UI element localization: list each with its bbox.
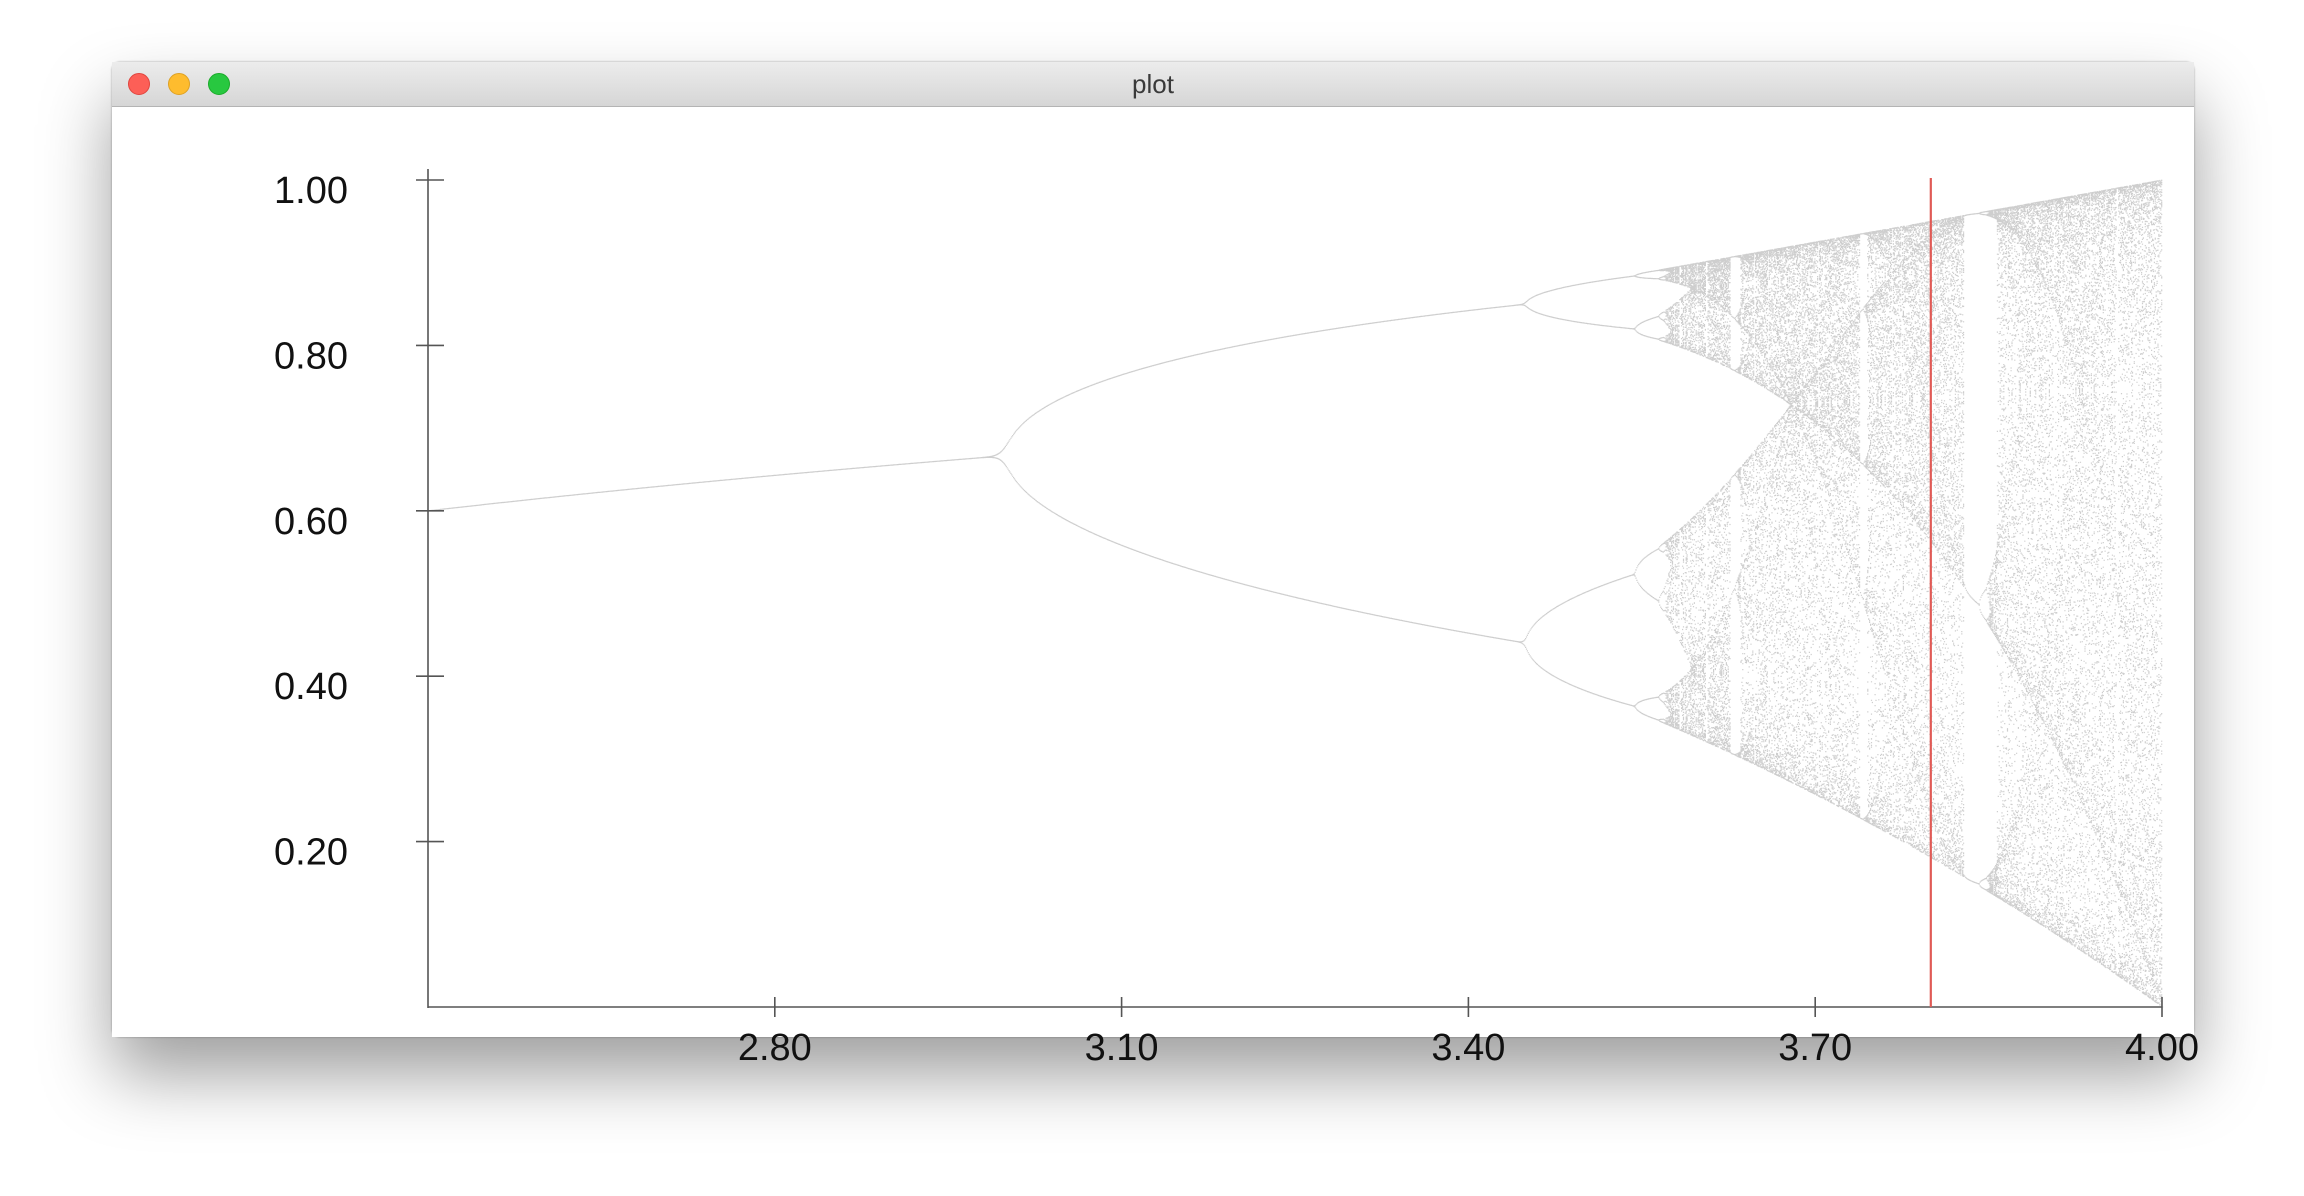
close-button[interactable]	[128, 73, 150, 95]
y-tick-label: 0.20	[274, 832, 348, 874]
x-tick-label: 3.10	[1085, 1027, 1159, 1069]
window-title: plot	[1132, 69, 1174, 99]
x-tick-label: 3.70	[1778, 1027, 1852, 1069]
y-tick-label: 0.40	[274, 666, 348, 708]
x-tick-label: 3.40	[1431, 1027, 1505, 1069]
y-tick-label: 0.80	[274, 335, 348, 377]
axes: 0.20 0.40 0.60 0.80 1.00 2.80 3.10 3.40 3.70 4.00	[274, 169, 2199, 1069]
bifurcation-points	[428, 179, 2164, 1008]
bifurcation-chart: 0.20 0.40 0.60 0.80 1.00 2.80 3.10 3.40 3.70 4.00	[274, 169, 2199, 1069]
x-tick-label: 2.80	[738, 1027, 812, 1069]
x-tick-label: 4.00	[2125, 1027, 2199, 1069]
zoom-button[interactable]	[208, 73, 230, 95]
y-tick-label: 1.00	[274, 170, 348, 212]
title-bar[interactable]: plot	[112, 62, 2194, 107]
plot-window: plot 0.20 0.40 0.60 0.80 1.00 2.80 3.10 3.40 3.7…	[112, 62, 2199, 1069]
y-tick-label: 0.60	[274, 501, 348, 543]
minimize-button[interactable]	[168, 73, 190, 95]
data-points	[428, 179, 2164, 1008]
plot-area: 0.20 0.40 0.60 0.80 1.00 2.80 3.10 3.40 3.70 4.00	[112, 107, 2199, 1069]
